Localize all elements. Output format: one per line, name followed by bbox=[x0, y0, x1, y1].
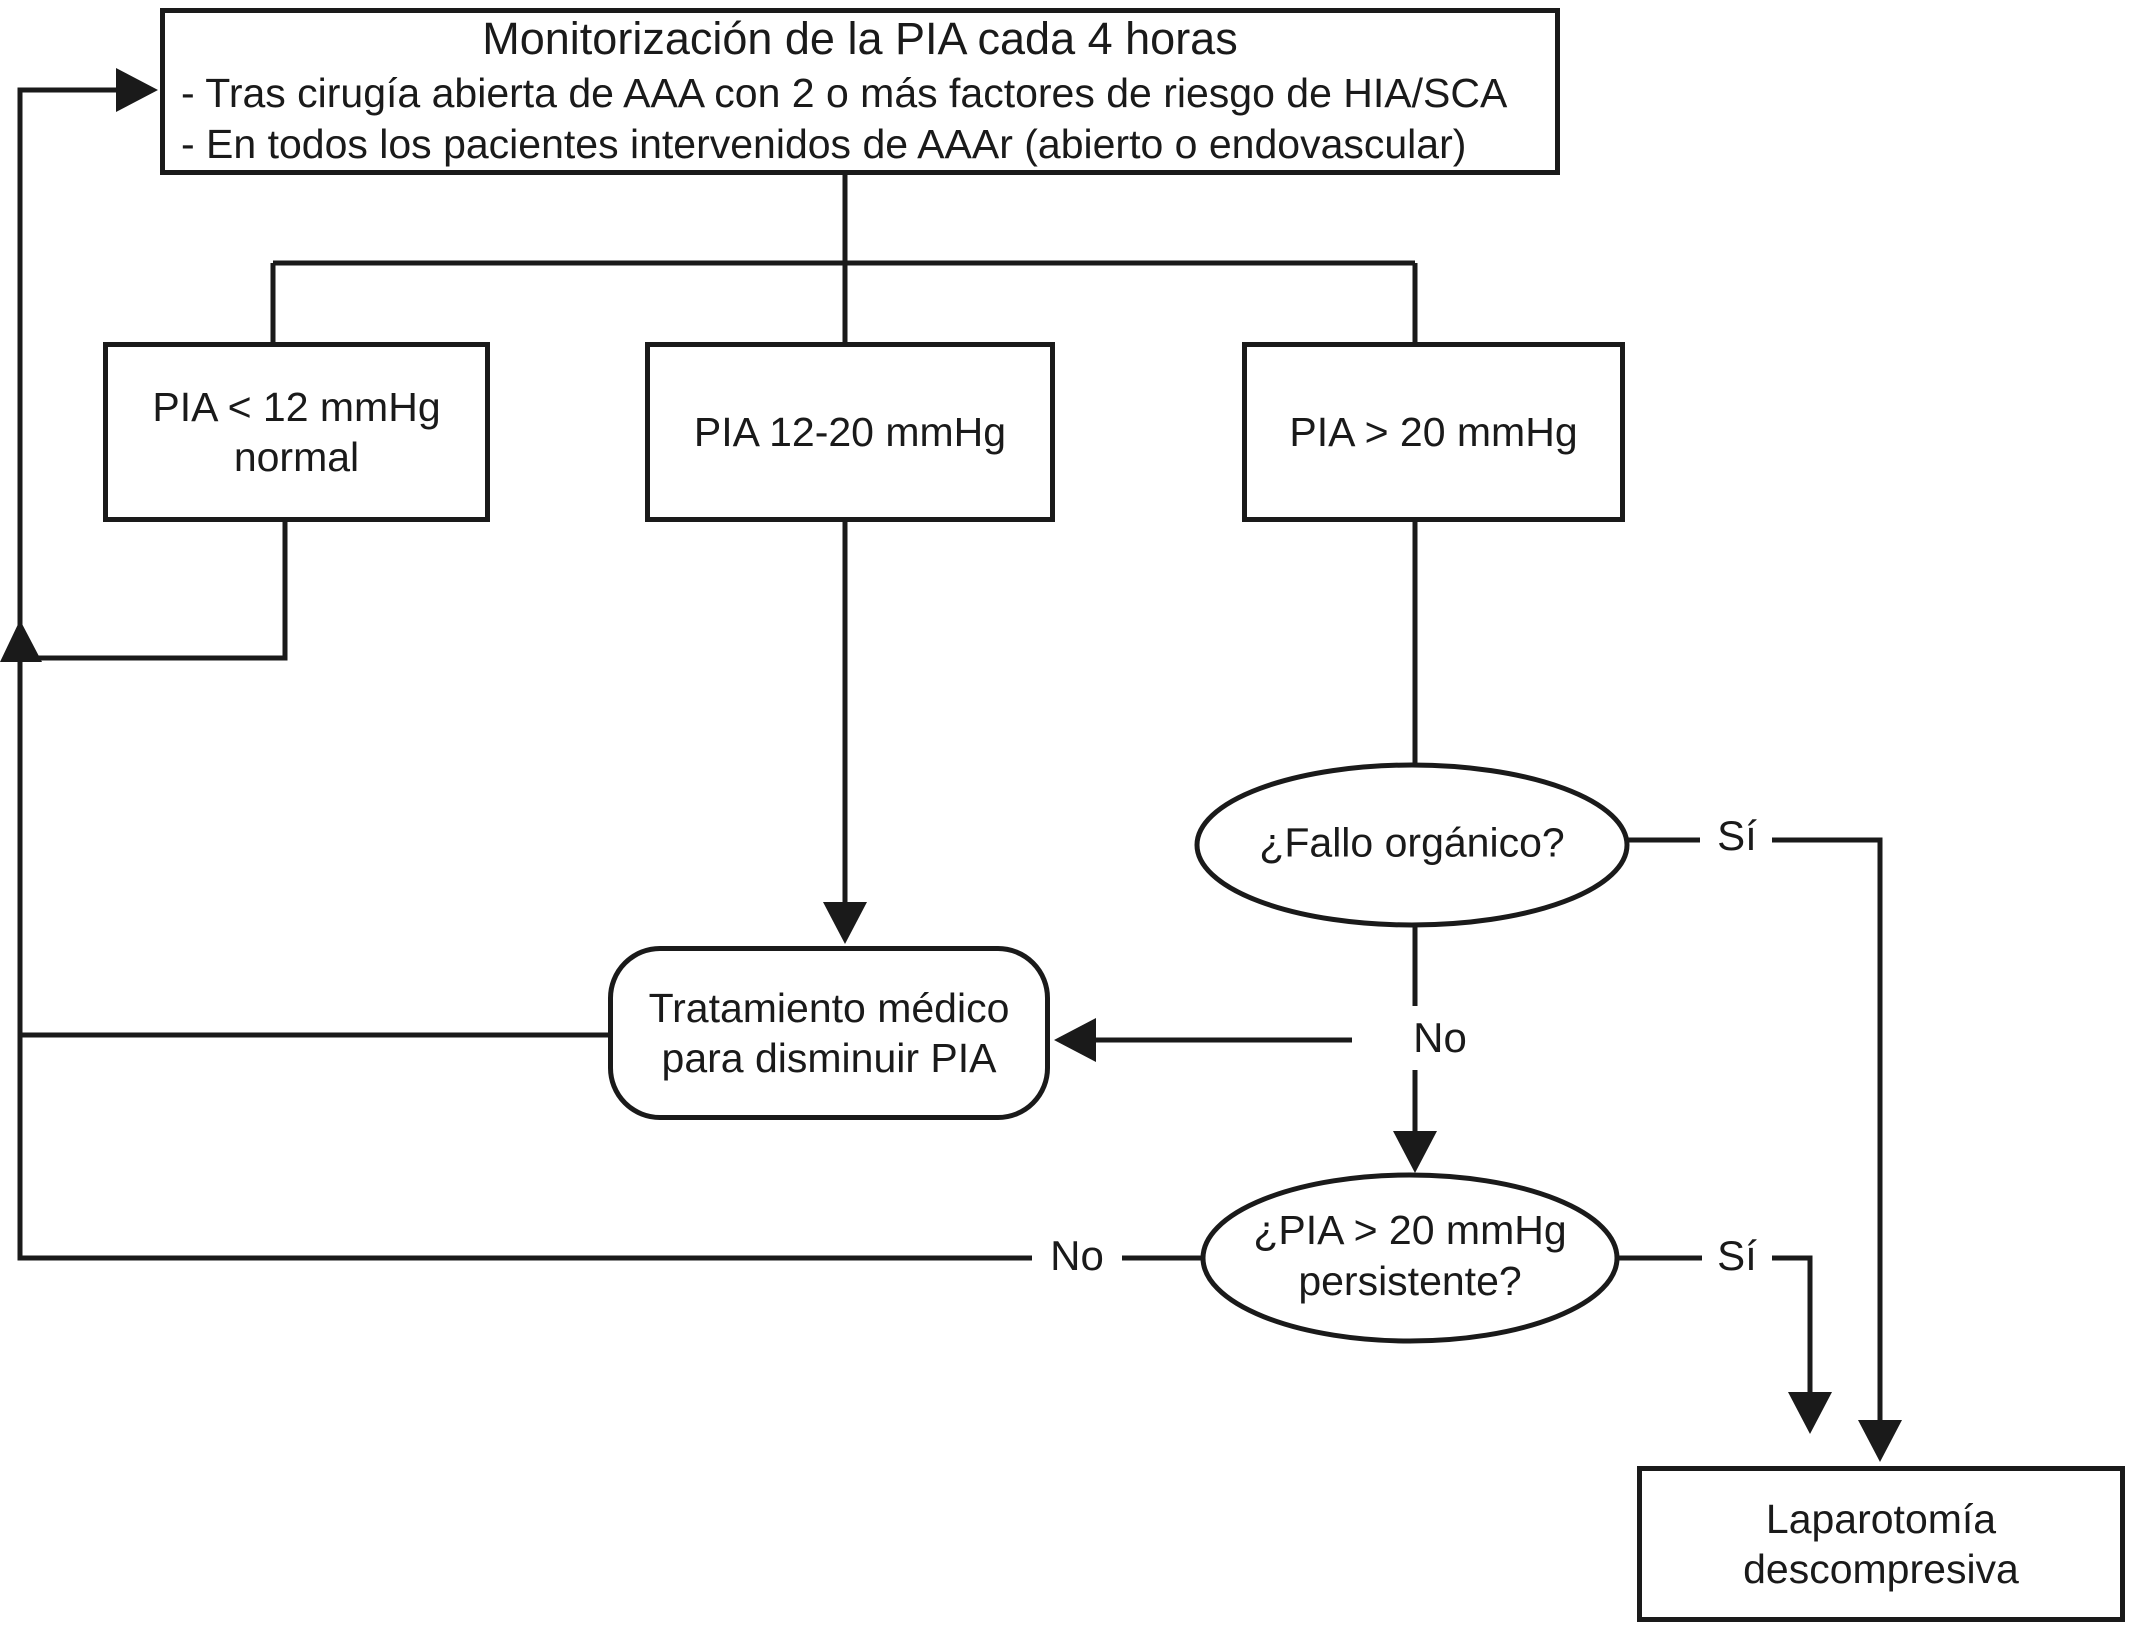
node-pia-12-20: PIA 12-20 mmHg bbox=[645, 342, 1055, 522]
edge-persistente-si-to-laparotomia bbox=[1772, 1255, 1813, 1392]
pia-gt-20-label: PIA > 20 mmHg bbox=[1289, 408, 1578, 455]
node-monitorizacion: Monitorización de la PIA cada 4 horas - … bbox=[160, 8, 1560, 175]
decision-pia-persistente-shape bbox=[1200, 1172, 1620, 1344]
label-persistente-si: Sí bbox=[1717, 1232, 1757, 1279]
edge-fallo-si-to-laparotomia bbox=[1772, 837, 1883, 1420]
node-pia-gt-20: PIA > 20 mmHg bbox=[1242, 342, 1625, 522]
label-fallo-si: Sí bbox=[1717, 812, 1757, 859]
arrowhead-into-tratamiento-right bbox=[1054, 1018, 1096, 1062]
node-laparotomia: Laparotomía descompresiva bbox=[1637, 1466, 2125, 1622]
decision-fallo-organico-shape bbox=[1194, 762, 1630, 928]
arrowhead-into-persistente bbox=[1393, 1131, 1437, 1173]
decision-pia-persistente-label: ¿PIA > 20 mmHg persistente? bbox=[1253, 1205, 1566, 1308]
pia-normal-line1: PIA < 12 mmHg bbox=[152, 383, 441, 430]
persistente-line1: ¿PIA > 20 mmHg bbox=[1253, 1206, 1567, 1253]
label-fallo-no: No bbox=[1413, 1014, 1467, 1061]
node-tratamiento-medico: Tratamiento médico para disminuir PIA bbox=[608, 946, 1050, 1120]
pia-12-20-label: PIA 12-20 mmHg bbox=[693, 408, 1007, 455]
arrowhead-into-tratamiento-top bbox=[823, 902, 867, 944]
edge-pia-normal-to-loop bbox=[20, 522, 288, 661]
tratamiento-line2: para disminuir PIA bbox=[661, 1035, 997, 1081]
monitorizacion-bullet-1: - Tras cirugía abierta de AAA con 2 o má… bbox=[181, 69, 1508, 116]
laparotomia-line1: Laparotomía bbox=[1765, 1495, 1997, 1542]
pia-normal-line2: normal bbox=[233, 434, 360, 480]
label-persistente-no: No bbox=[1050, 1232, 1104, 1279]
decision-fallo-organico-label: ¿Fallo orgánico? bbox=[1259, 819, 1565, 866]
arrowhead-loop-up bbox=[0, 620, 42, 662]
arrowhead-fallo-si-down bbox=[1858, 1420, 1902, 1462]
node-pia-normal: PIA < 12 mmHg normal bbox=[103, 342, 490, 522]
monitorizacion-bullet-2: - En todos los pacientes intervenidos de… bbox=[181, 120, 1467, 167]
arrowhead-persistente-si-down bbox=[1788, 1392, 1832, 1434]
tratamiento-line1: Tratamiento médico bbox=[648, 984, 1010, 1031]
laparotomia-line2: descompresiva bbox=[1743, 1546, 2019, 1592]
persistente-line2: persistente? bbox=[1298, 1258, 1522, 1304]
arrowhead-into-monitor bbox=[116, 68, 158, 112]
edge-loop-return bbox=[17, 87, 1032, 1261]
monitorizacion-title: Monitorización de la PIA cada 4 horas bbox=[482, 13, 1238, 65]
